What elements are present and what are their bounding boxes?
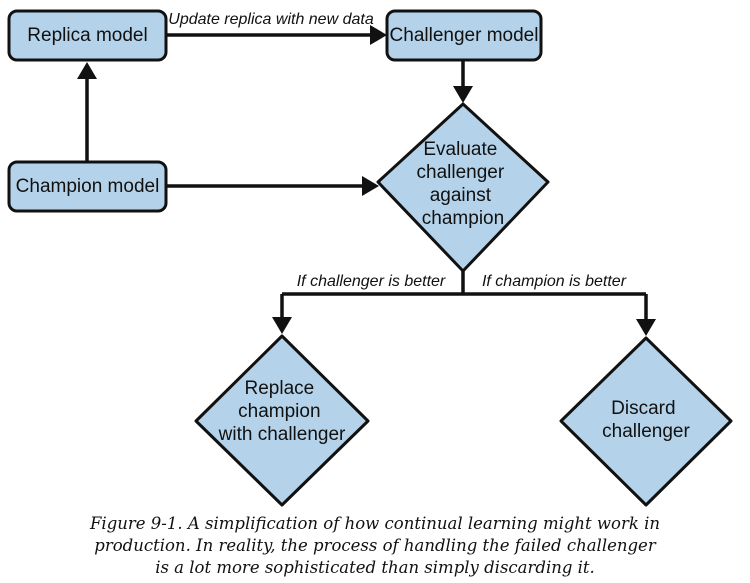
arrowhead-discard <box>636 319 656 336</box>
edge-label-champion-better: If champion is better <box>482 273 627 290</box>
node-replace-champion: Replace champion with challenger <box>194 334 370 507</box>
node-discard-line-1: Discard <box>611 398 675 419</box>
node-evaluate-line-3: against <box>430 185 492 206</box>
node-champion-model: Champion model <box>7 160 168 213</box>
figure-caption: Figure 9-1. A simplification of how cont… <box>0 513 750 579</box>
svg-text:Discard challenger: Discard challenger <box>602 398 690 442</box>
node-challenger-label: Challenger model <box>390 25 539 46</box>
node-champion-label: Champion model <box>16 176 160 197</box>
node-discard-challenger: Discard challenger <box>559 336 733 507</box>
edge-label-update: Update replica with new data <box>168 11 374 28</box>
node-challenger-model: Challenger model <box>385 9 543 62</box>
arrowhead-replica <box>77 62 97 79</box>
continual-learning-flowchart: Update replica with new data If challeng… <box>7 9 733 507</box>
node-discard-line-2: challenger <box>602 421 690 442</box>
svg-text:Replace champion w: Replace champion with challenger <box>218 378 346 445</box>
node-replace-line-2: champion <box>238 401 320 422</box>
node-replace-line-1: Replace <box>245 378 315 399</box>
caption-line-2: production. In reality, the process of h… <box>94 536 656 555</box>
caption-line-3: is a lot more sophisticated than simply … <box>155 558 595 577</box>
node-evaluate-line-2: challenger <box>417 162 505 183</box>
edge-label-challenger-better: If challenger is better <box>297 273 446 290</box>
svg-text:Evaluate challenger: Evaluate challenger against champion <box>417 139 510 229</box>
node-evaluate-line-4: champion <box>422 208 504 229</box>
arrowhead-evaluate-top <box>453 86 473 103</box>
arrowhead-evaluate-left <box>362 176 379 196</box>
node-replica-label: Replica model <box>27 25 147 46</box>
node-evaluate-line-1: Evaluate <box>423 139 497 160</box>
arrowhead-replace <box>272 317 292 334</box>
arrowhead-challenger <box>370 25 387 45</box>
caption-line-1: Figure 9-1. A simplification of how cont… <box>89 514 661 533</box>
node-replica-model: Replica model <box>7 9 168 62</box>
node-evaluate: Evaluate challenger against champion <box>376 102 550 273</box>
node-replace-line-3: with challenger <box>218 424 346 445</box>
